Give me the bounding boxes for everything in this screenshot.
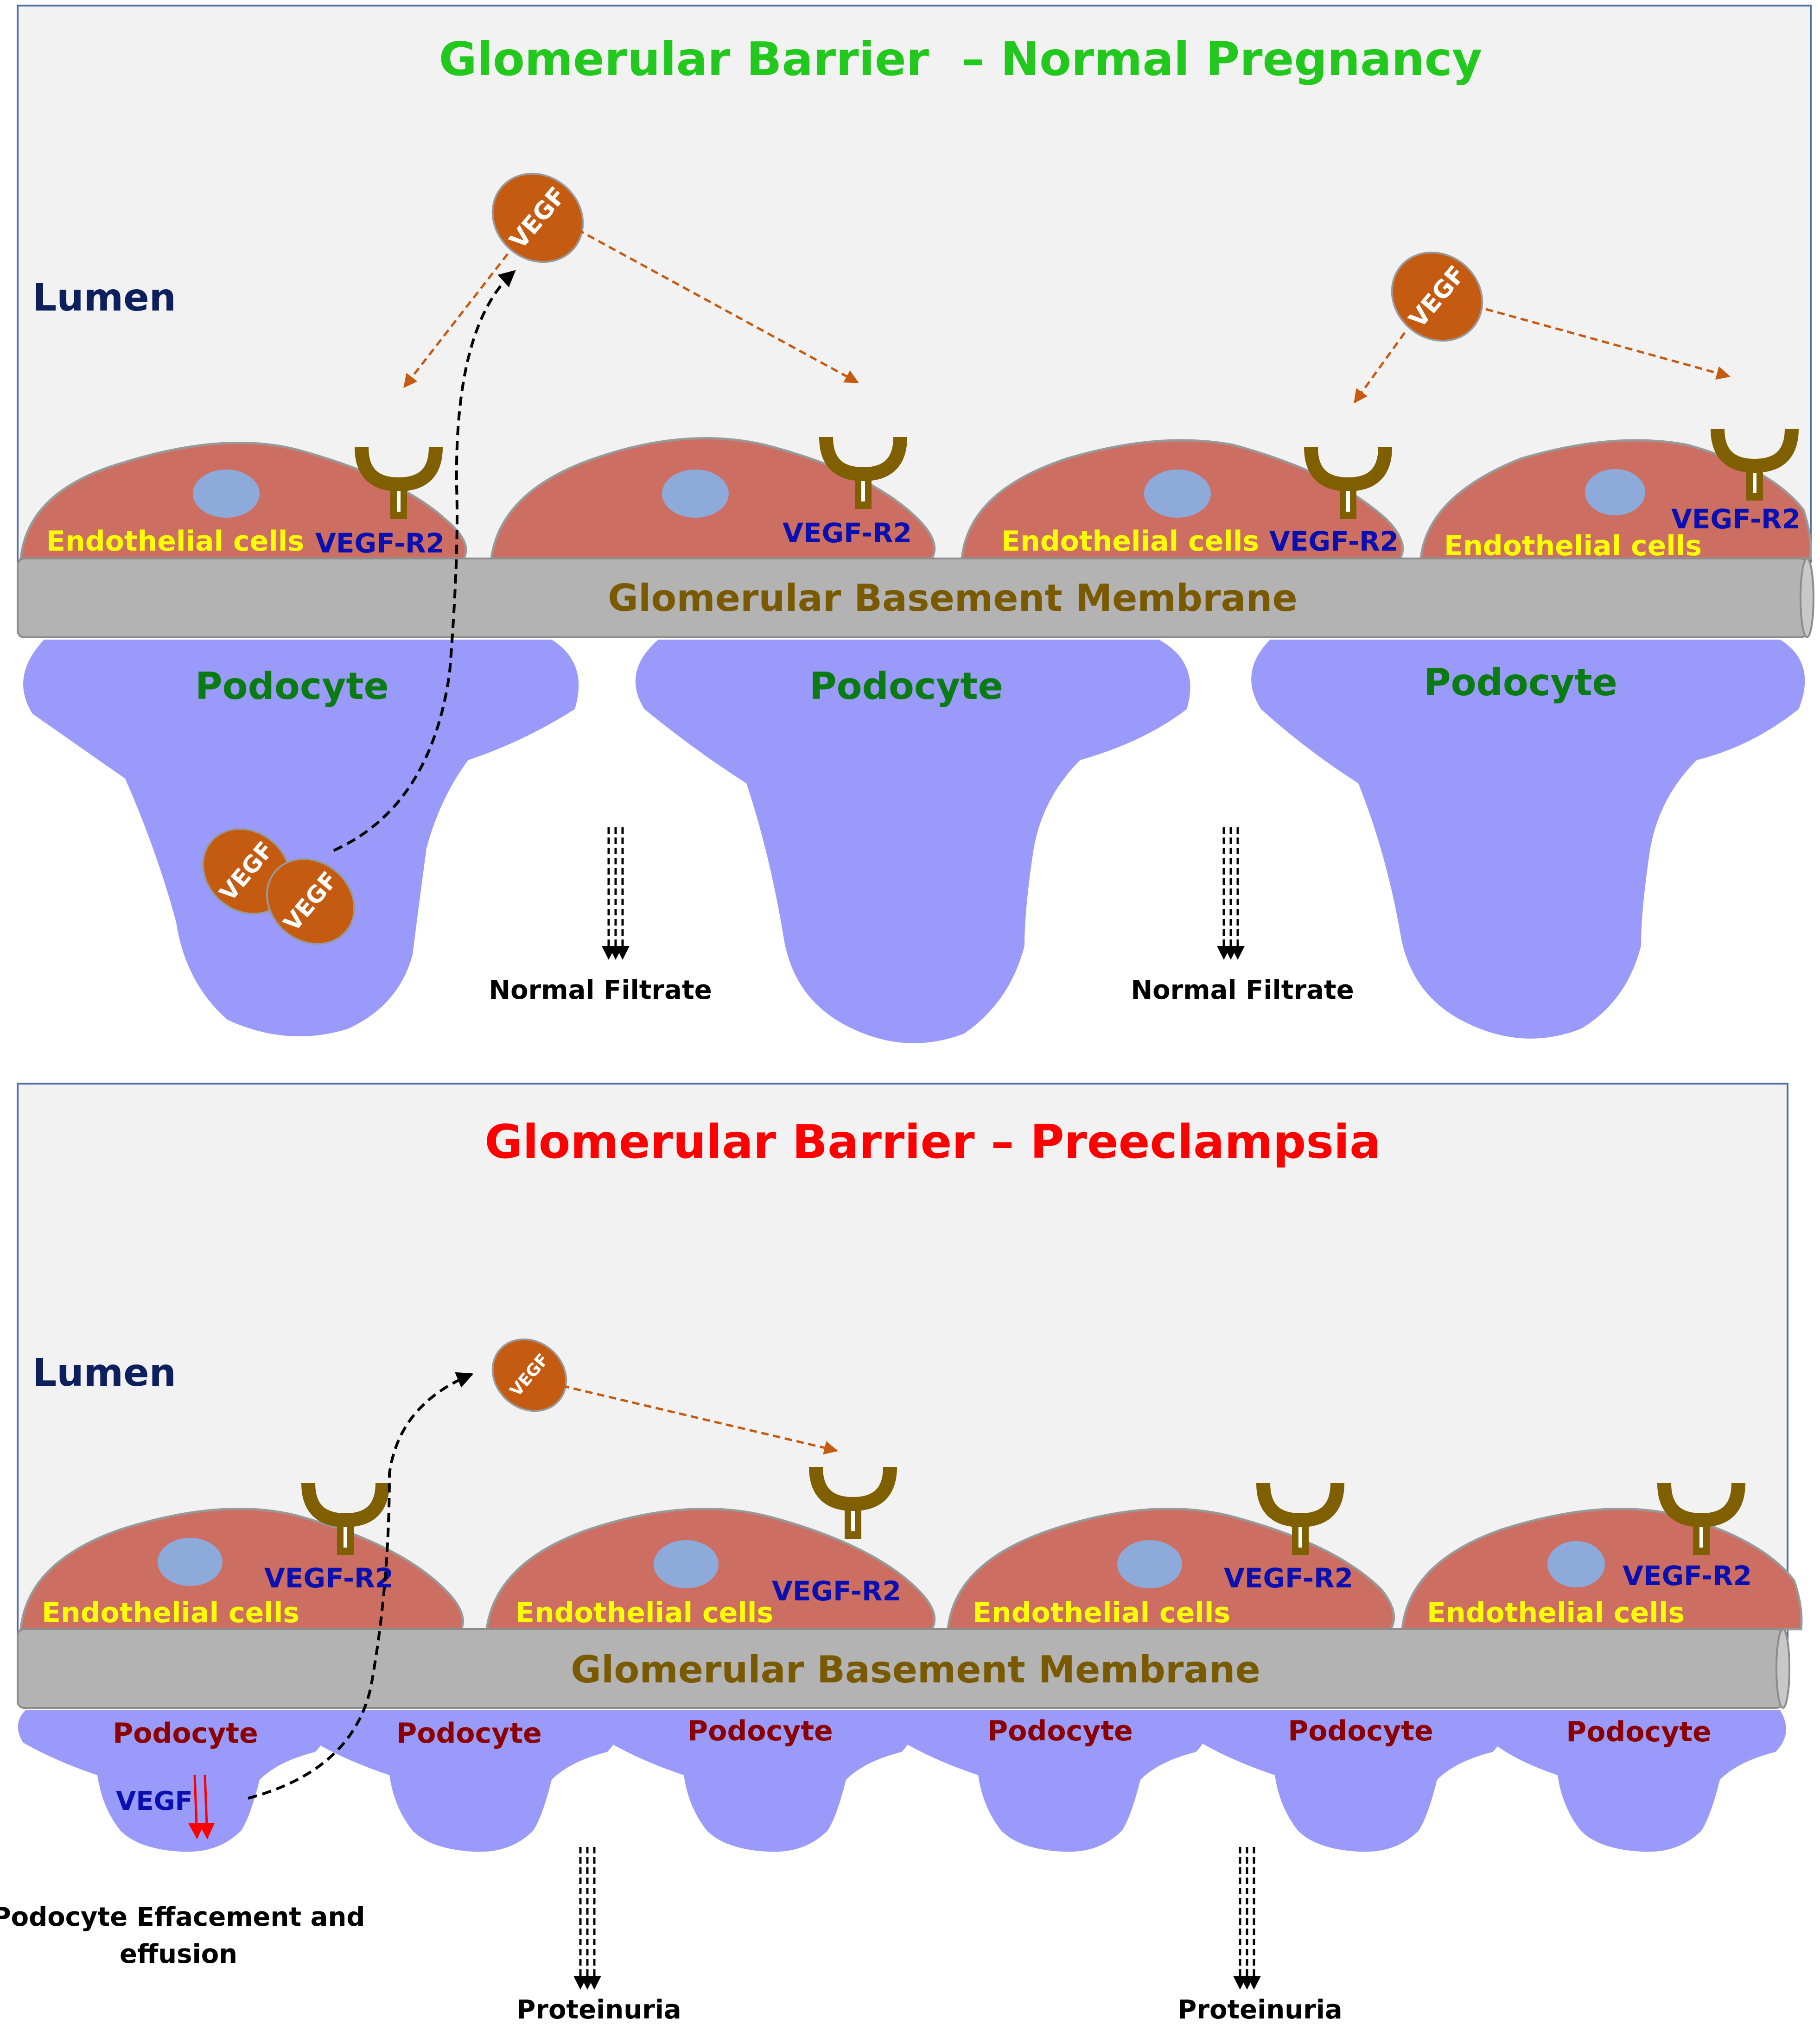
vegf-r2-label: VEGF-R2 [315, 527, 445, 559]
podocyte-cell [23, 640, 579, 1036]
podocyte-label: Podocyte [809, 665, 1003, 708]
filtrate-arrow [1217, 827, 1245, 960]
vegf-binding-arrow [561, 1384, 838, 1455]
podocyte-vegf-label: VEGF [116, 1786, 193, 1816]
podocyte-cell [635, 640, 1190, 1043]
nucleus [1547, 1541, 1605, 1587]
vegf-r2-label: VEGF-R2 [1671, 503, 1801, 535]
effacement-label-line2: effusion [120, 1939, 237, 1969]
proteinuria-arrow [1233, 1847, 1261, 1990]
normal-filtrate-label: Normal Filtrate [1131, 975, 1354, 1005]
podocyte-label: Podocyte [1288, 1715, 1433, 1747]
nucleus [193, 470, 260, 518]
vegf-ligand: VEGF [266, 858, 356, 945]
nucleus [158, 1538, 223, 1586]
podocyte-cell [312, 1710, 618, 1852]
podocyte-label: Podocyte [195, 665, 389, 708]
vegf-r2-label: VEGF-R2 [1623, 1560, 1752, 1592]
vegf-ligand: VEGF [491, 1338, 567, 1412]
vegf-decrease-arrow [198, 1775, 215, 1840]
glomerular-basement-membrane: Glomerular Basement Membrane [17, 558, 1814, 638]
proteinuria-label: Proteinuria [516, 1995, 681, 2024]
endothelial-label: Endothelial cells [1427, 1597, 1685, 1629]
podocyte-label: Podocyte [987, 1715, 1133, 1747]
podocyte-label: Podocyte [113, 1717, 258, 1750]
podocyte-cell [1196, 1710, 1503, 1852]
vegf-r2-label: VEGF-R2 [772, 1575, 901, 1607]
preeclampsia-title: Glomerular Barrier – Preeclampsia [484, 1115, 1381, 1169]
vegf-r2-label: VEGF-R2 [264, 1562, 394, 1594]
endothelial-label: Endothelial cells [1001, 525, 1259, 558]
vegf-binding-arrow [403, 253, 509, 388]
nucleus [1117, 1540, 1182, 1588]
membrane-label: Glomerular Basement Membrane [608, 577, 1297, 620]
vegf-r2-label: VEGF-R2 [783, 517, 912, 549]
podocyte-cell [1251, 640, 1805, 1039]
vegf-binding-arrow [1353, 332, 1406, 404]
filtrate-arrow [602, 827, 630, 960]
nucleus [1585, 469, 1645, 515]
podocyte-cell [900, 1710, 1207, 1852]
glomerular-basement-membrane: Glomerular Basement Membrane [17, 1628, 1790, 1709]
endothelial-label: Endothelial cells [42, 1597, 299, 1629]
vegf-secretion-arrow [248, 1372, 474, 1800]
lumen-label: Lumen [32, 276, 176, 320]
podocyte-cell [1489, 1710, 1786, 1852]
vegf-ligand: VEGF [1391, 251, 1483, 342]
preeclampsia-panel: Glomerular Barrier – Preeclampsia Lumen … [0, 1083, 1803, 2024]
podocyte-cell [605, 1710, 912, 1852]
endothelial-label: Endothelial cells [515, 1597, 773, 1629]
proteinuria-arrow [573, 1847, 601, 1990]
proteinuria-label: Proteinuria [1177, 1995, 1342, 2024]
effacement-label-line1: Podocyte Effacement and [0, 1902, 365, 1932]
podocyte-label: Podocyte [687, 1715, 833, 1747]
podocyte-label: Podocyte [1424, 661, 1617, 704]
vegf-r2-label: VEGF-R2 [1269, 526, 1399, 557]
vegf-binding-arrow [1474, 305, 1731, 380]
normal-pregnancy-title: Glomerular Barrier – Normal Pregnancy [439, 32, 1483, 86]
vegf-binding-arrow [576, 228, 859, 384]
endothelial-label: Endothelial cells [46, 525, 304, 558]
normal-pregnancy-panel: Glomerular Barrier – Normal Pregnancy Lu… [17, 5, 1814, 1043]
nucleus [1144, 470, 1211, 518]
membrane-label: Glomerular Basement Membrane [571, 1648, 1260, 1691]
podocyte-label: Podocyte [396, 1717, 541, 1750]
normal-filtrate-label: Normal Filtrate [489, 975, 712, 1005]
podocyte-label: Podocyte [1566, 1716, 1711, 1748]
vegf-r2-label: VEGF-R2 [1224, 1562, 1353, 1594]
vegf-secretion-arrow [333, 270, 516, 852]
lumen-label: Lumen [32, 1351, 176, 1395]
nucleus [654, 1540, 719, 1588]
vegf-decrease-arrow [188, 1775, 205, 1840]
nucleus [662, 470, 729, 518]
vegf-ligand: VEGF [491, 172, 584, 263]
endothelial-label: Endothelial cells [973, 1597, 1230, 1629]
podocyte-cell [18, 1710, 326, 1852]
endothelial-label: Endothelial cells [1444, 530, 1702, 562]
